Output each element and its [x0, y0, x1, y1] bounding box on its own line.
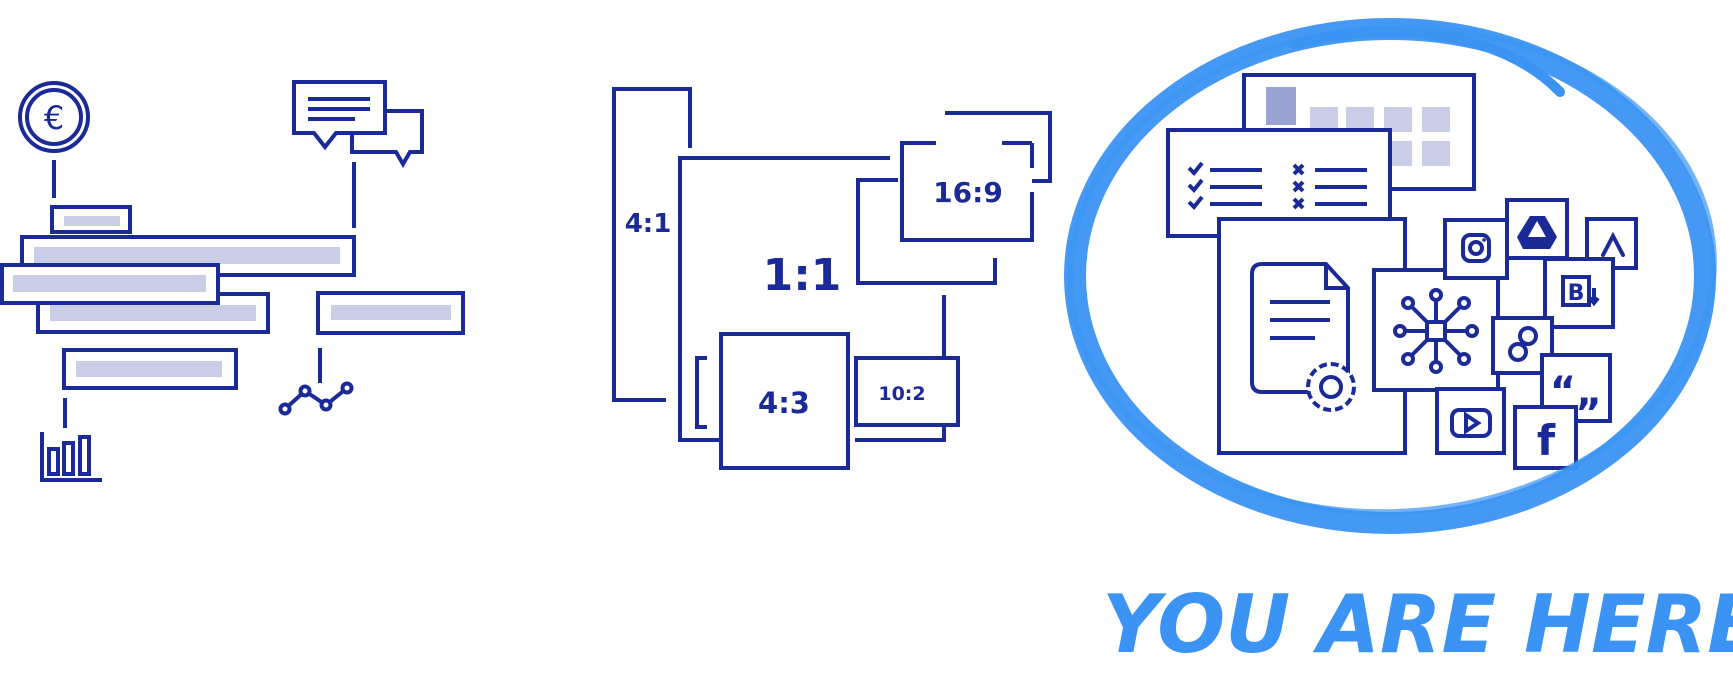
quote-icon: “„ — [1540, 353, 1612, 423]
youtube-icon — [1435, 387, 1506, 455]
bynder-icon: B — [1543, 257, 1615, 329]
hub-network-icon — [1372, 268, 1500, 392]
ratio-label-1-1: 1:1 — [763, 250, 842, 301]
document-gear-icon — [1217, 217, 1407, 455]
you-are-here-label: YOU ARE HERE — [1102, 578, 1733, 671]
data-timeline-group: € — [0, 80, 465, 482]
ratio-frame-4-1 — [612, 87, 692, 402]
bar-chart-icon — [40, 432, 102, 482]
ratio-label-4-1: 4:1 — [625, 209, 672, 239]
ratio-frame-10-2 — [854, 356, 960, 427]
currency-symbol: € — [44, 99, 64, 137]
google-drive-icon — [1505, 198, 1569, 260]
instagram-icon — [1443, 218, 1509, 280]
ratio-frame-16-9 — [900, 141, 1034, 242]
ratio-frame-4-3 — [719, 332, 850, 470]
facebook-icon: f — [1513, 405, 1578, 470]
bynder-letter: B — [1568, 281, 1585, 306]
euro-coin-icon: € — [18, 81, 90, 153]
hand-drawn-circle — [1064, 18, 1717, 534]
ratio-frame-1-1 — [678, 156, 890, 442]
facebook-letter: f — [1537, 416, 1556, 465]
ratio-label-16-9: 16:9 — [933, 176, 1003, 209]
line-chart-icon — [278, 381, 354, 416]
chat-bubbles-icon — [292, 80, 424, 168]
aspect-ratio-group: 4:1 1:1 16:9 10:2 4:3 — [612, 87, 1052, 470]
ratio-label-4-3: 4:3 — [758, 386, 810, 420]
ratio-label-10-2: 10:2 — [878, 383, 925, 405]
content-hub-group: B “„ f — [1166, 73, 1638, 470]
